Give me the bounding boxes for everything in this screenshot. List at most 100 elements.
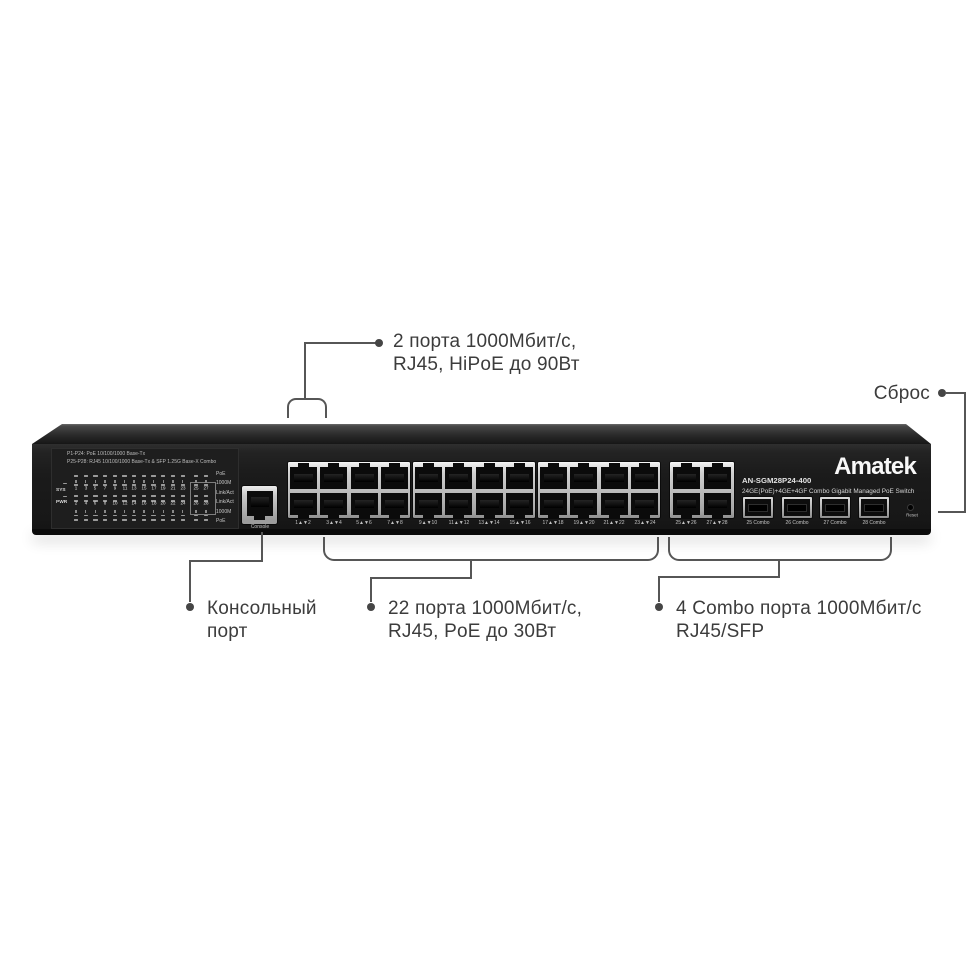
rj45-port-16 [506,493,534,519]
callout-line [778,559,780,578]
callout-console-text: Консольный порт [207,597,317,643]
led-indicator [102,514,108,517]
led-indicator [170,519,176,521]
rj45-tab [639,514,651,519]
rj45-port-23 [631,462,659,489]
led-indicator [172,479,174,483]
led-indicator [203,495,209,497]
led-indicator [112,500,117,502]
sfp-opening [783,499,810,516]
led-indicator [141,514,147,517]
rj45-port-26 [672,493,700,519]
led-indicator [75,510,77,514]
led-indicator [83,475,88,477]
led-port-number: 11 [122,486,127,492]
model-number: AN-SGM28P24-400 [742,476,812,485]
led-indicator [73,484,79,486]
callout-line1: 22 порта 1000Мбит/с, [388,598,583,619]
led-indicator [114,510,116,514]
led-indicator [180,514,185,517]
led-legend-label: Link/Act [216,499,234,505]
brand-logo: Amatek [834,453,917,480]
rj45-port-17 [539,462,567,489]
led-legend-label: 1000M [216,480,232,486]
led-indicator [141,500,147,502]
led-indicator [132,519,137,521]
port-label: 15▲▼16 [509,519,531,526]
callout-line [370,579,372,602]
led-indicator [170,484,176,486]
panel-header-2: P25-P28: RJ45 10/100/1000 Base-Tx & SFP … [67,458,217,465]
port-label: 19▲▼20 [573,519,595,526]
led-indicator [152,510,155,514]
led-indicator [161,500,166,502]
led-port-number: 26 [193,501,199,507]
rj45-tab [389,462,401,467]
led-indicator [75,479,77,483]
led-indicator [112,475,117,477]
port-label: 3▲▼4 [326,519,342,526]
rj45-tab [514,462,526,467]
led-indicator [151,500,156,502]
rj45-port-28 [703,493,731,519]
rj45-port-12 [445,493,473,519]
rj45-port-1 [289,462,317,489]
pwr-led [62,495,67,498]
combo-rj45-plate [670,462,734,519]
callout-bullet [186,603,194,611]
led-indicator [132,500,137,502]
callout-poe-text: 22 порта 1000Мбит/с, RJ45, PoE до 30Вт [388,597,582,643]
sfp-slot-25 [743,497,773,518]
sys-led [62,482,67,485]
led-indicator [133,479,135,483]
led-indicator [133,510,135,514]
led-indicator [180,519,185,521]
callout-line [261,532,263,562]
rj45-tab [358,514,370,519]
sfp-slot-27 [820,497,851,518]
rj45-port-3 [320,462,348,489]
reset-button [908,505,913,510]
console-label: Console [250,524,270,530]
led-indicator [112,484,117,486]
led-indicator [73,500,79,502]
rj45-tab [453,514,465,519]
rj45-tab [453,462,465,467]
rj45-tab [547,462,559,467]
rj45-port-18 [539,493,567,519]
callout-bullet [655,603,663,611]
rj45-port-24 [631,493,659,519]
rj45-tab [711,514,723,519]
led-indicator [104,479,106,483]
callout-line [189,560,263,562]
callout-line [189,562,191,602]
led-port-number: 20 [160,501,166,507]
led-port-number: 18 [151,501,157,507]
bracket-poe-ports [323,537,659,561]
led-indicator [151,514,156,517]
led-indicator [152,479,155,483]
led-indicator [151,495,156,497]
callout-bullet [375,339,383,347]
led-indicator [122,475,127,477]
callout-reset-text: Сброс [873,383,930,404]
port-label: 1▲▼2 [295,519,311,526]
port-label: 7▲▼8 [387,519,403,526]
rj45-port-19 [570,462,598,489]
sfp-opening [745,499,771,516]
rj45-plate [413,462,535,519]
led-indicator [170,495,176,497]
switch-top-face [32,424,931,444]
led-indicator [195,510,197,514]
callout-line1: 2 порта 1000Мбит/с, [393,331,577,352]
led-indicator [180,484,185,486]
bracket-combo-ports [668,537,892,561]
led-indicator [203,514,209,517]
led-port-number: 6 [94,501,97,507]
led-indicator [123,479,126,483]
rj45-tab [639,462,651,467]
led-indicator [93,514,98,517]
callout-line [658,578,660,602]
led-indicator [193,484,199,486]
sfp-opening [860,499,887,516]
